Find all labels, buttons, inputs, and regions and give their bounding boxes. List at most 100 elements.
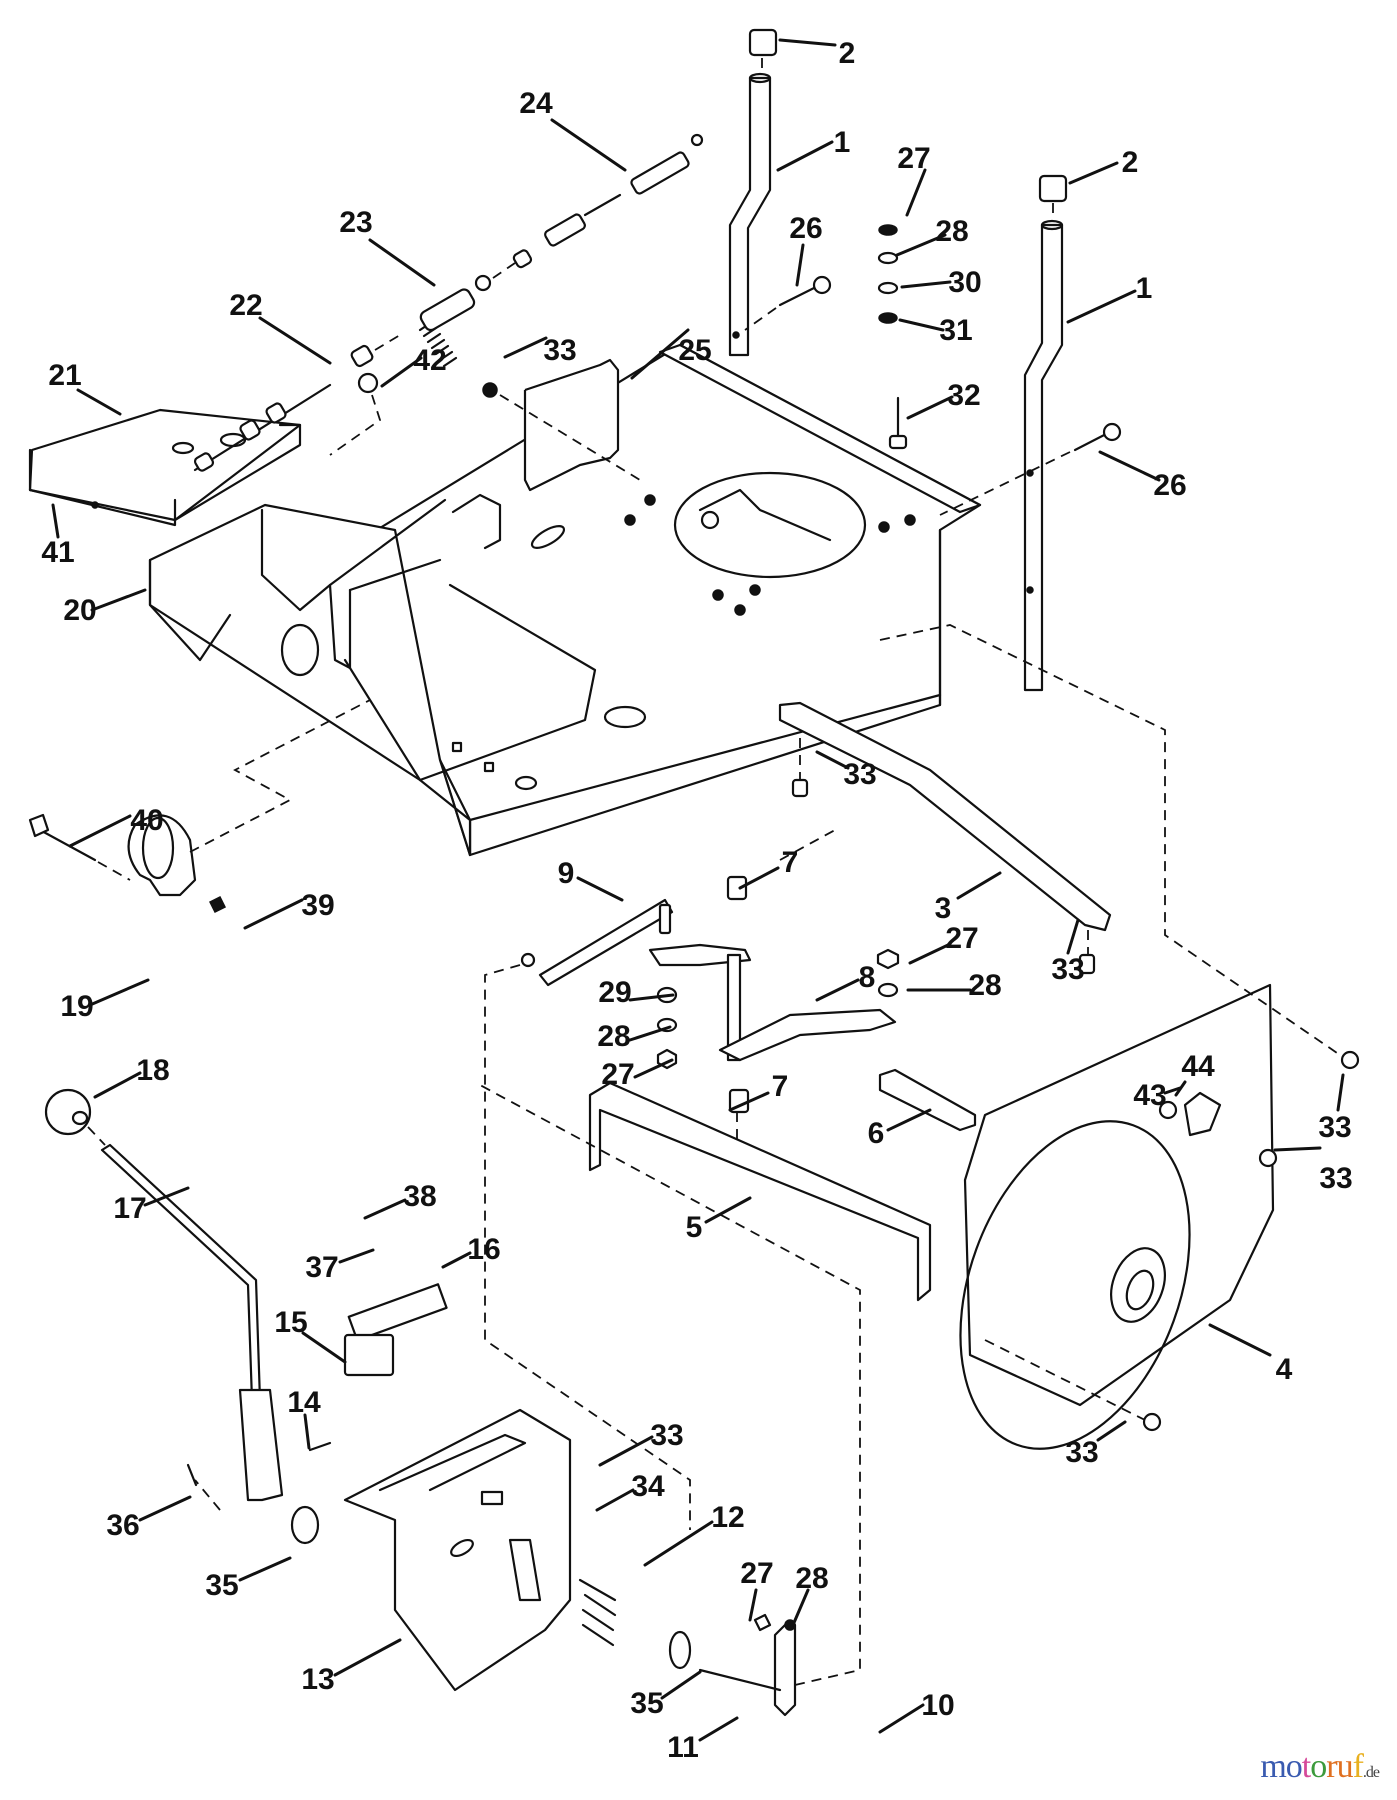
callout-3: 3 xyxy=(935,871,1002,925)
callout-27: 27 xyxy=(601,1058,674,1091)
leader-line xyxy=(576,876,624,902)
callout-label: 42 xyxy=(413,344,446,377)
leader-line xyxy=(51,503,60,539)
callout-label: 2 xyxy=(839,37,856,70)
watermark-letter: o xyxy=(1285,1748,1303,1785)
callout-34: 34 xyxy=(595,1470,665,1512)
leader-line xyxy=(898,318,945,332)
callout-label: 6 xyxy=(868,1117,885,1150)
leader-line xyxy=(301,1331,347,1364)
callout-27: 27 xyxy=(908,922,979,965)
leader-line xyxy=(138,1495,192,1522)
callout-1: 1 xyxy=(776,126,851,172)
callout-13: 13 xyxy=(301,1638,402,1696)
callout-21: 21 xyxy=(48,359,122,416)
callout-16: 16 xyxy=(441,1233,501,1269)
leader-line xyxy=(778,38,837,47)
callout-label: 28 xyxy=(795,1562,828,1595)
callout-label: 33 xyxy=(1065,1436,1098,1469)
callout-label: 33 xyxy=(1318,1111,1351,1144)
callout-label: 28 xyxy=(597,1020,630,1053)
callout-33: 33 xyxy=(503,334,577,367)
leader-line xyxy=(630,328,690,380)
callout-label: 35 xyxy=(205,1569,238,1602)
leader-line xyxy=(1336,1073,1345,1112)
callout-label: 18 xyxy=(136,1054,169,1087)
callout-41: 41 xyxy=(41,503,75,569)
callout-28: 28 xyxy=(791,1562,829,1627)
callout-23: 23 xyxy=(339,206,436,287)
linkage-assembly xyxy=(484,829,977,1530)
shift-rod-right xyxy=(1023,174,1068,692)
callout-2: 2 xyxy=(778,37,856,70)
callout-14: 14 xyxy=(287,1386,321,1450)
callout-label: 20 xyxy=(63,594,96,627)
callout-29: 29 xyxy=(598,976,675,1009)
callout-label: 33 xyxy=(843,758,876,791)
leader-line xyxy=(503,336,548,359)
callout-label: 3 xyxy=(935,892,952,925)
leader-line xyxy=(660,1670,702,1700)
callout-label: 32 xyxy=(947,379,980,412)
leader-line xyxy=(698,1716,739,1742)
callout-33: 33 xyxy=(1051,918,1085,986)
callout-label: 39 xyxy=(301,889,334,922)
leader-line xyxy=(738,866,780,890)
leader-line xyxy=(1098,450,1161,482)
leader-line xyxy=(628,993,675,1002)
callout-label: 27 xyxy=(601,1058,634,1091)
leader-line xyxy=(88,978,150,1007)
callout-26: 26 xyxy=(1098,450,1187,502)
callout-39: 39 xyxy=(243,889,335,930)
callout-7: 7 xyxy=(738,846,799,890)
callout-label: 30 xyxy=(948,266,981,299)
leader-line xyxy=(633,1058,674,1079)
callout-44: 44 xyxy=(1174,1050,1215,1097)
callout-label: 8 xyxy=(859,961,876,994)
callout-28: 28 xyxy=(597,1020,672,1053)
callout-37: 37 xyxy=(305,1248,375,1284)
callout-label: 14 xyxy=(287,1386,321,1419)
leader-line xyxy=(303,1413,311,1450)
watermark-logo: motoruf.de xyxy=(1260,1748,1380,1786)
callout-30: 30 xyxy=(900,266,982,299)
callout-4: 4 xyxy=(1208,1323,1293,1386)
callout-label: 21 xyxy=(48,359,81,392)
callout-label: 16 xyxy=(467,1233,500,1266)
callout-label: 33 xyxy=(543,334,576,367)
callout-label: 43 xyxy=(1133,1079,1166,1112)
shift-lever xyxy=(44,1088,284,1511)
watermark-letter: m xyxy=(1260,1748,1286,1785)
callout-label: 27 xyxy=(945,922,978,955)
watermark-letter: u xyxy=(1336,1748,1354,1785)
leader-line xyxy=(906,395,954,420)
callout-28: 28 xyxy=(906,969,1002,1002)
watermark-letter: o xyxy=(1310,1748,1327,1785)
leader-line xyxy=(93,1071,142,1099)
leader-line xyxy=(1066,918,1080,955)
callout-label: 15 xyxy=(274,1306,307,1339)
leader-line xyxy=(748,1588,758,1622)
callout-label: 19 xyxy=(60,990,93,1023)
callout-5: 5 xyxy=(686,1196,752,1244)
callout-label: 9 xyxy=(558,857,575,890)
support-bar-3 xyxy=(778,701,1112,975)
callout-1: 1 xyxy=(1066,272,1152,324)
leader-line xyxy=(598,1435,654,1467)
callout-label: 1 xyxy=(834,126,851,159)
leader-line xyxy=(895,233,947,257)
watermark-text: motoruf xyxy=(1260,1748,1364,1786)
leader-line xyxy=(243,898,304,930)
callout-38: 38 xyxy=(363,1180,437,1220)
callout-label: 27 xyxy=(897,142,930,175)
callout-label: 7 xyxy=(782,846,799,879)
leader-line xyxy=(1068,161,1119,185)
callout-label: 27 xyxy=(740,1557,773,1590)
leader-line xyxy=(628,1025,672,1042)
callout-27: 27 xyxy=(740,1557,774,1622)
leader-line xyxy=(905,168,927,217)
callout-33: 33 xyxy=(1318,1073,1352,1144)
leader-line xyxy=(76,388,122,416)
leader-line xyxy=(1208,1323,1272,1357)
